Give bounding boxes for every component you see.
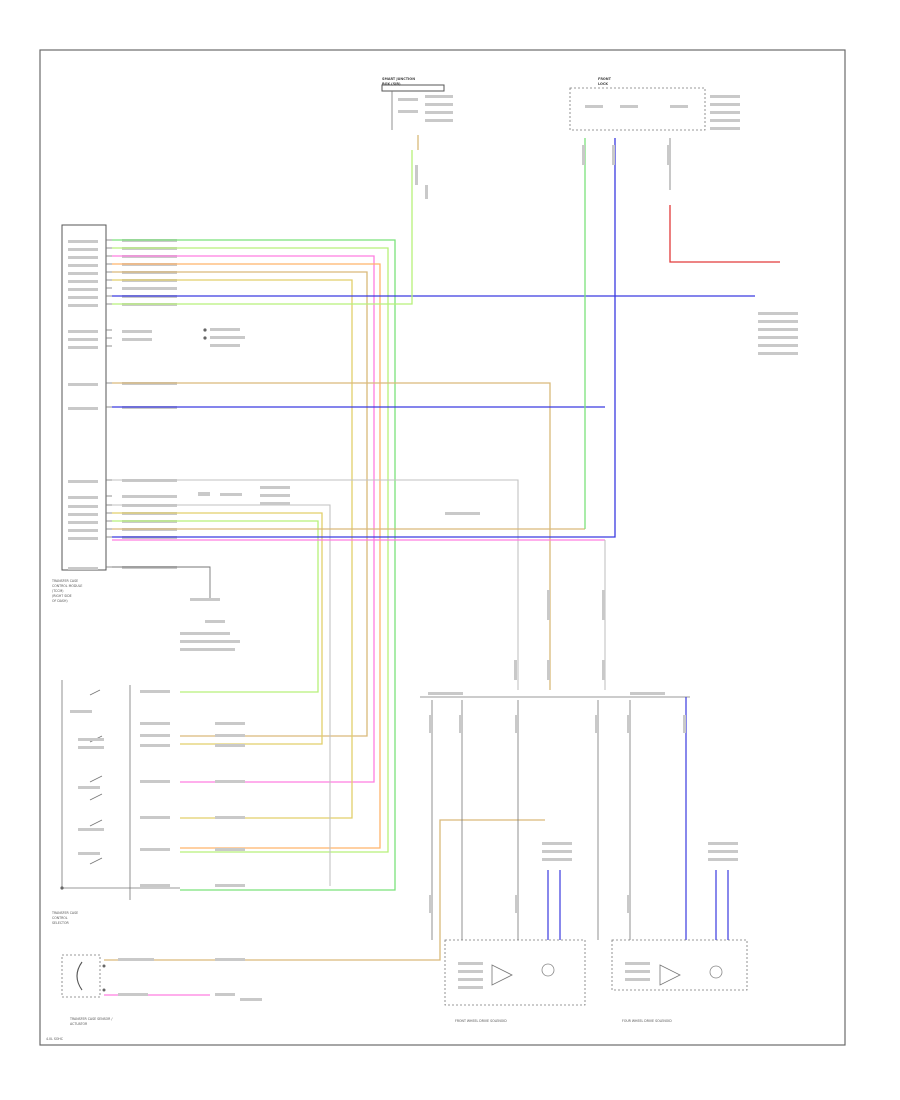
front-solenoid-blue xyxy=(547,870,561,940)
rear-solenoid-box xyxy=(611,939,748,991)
wire-pink-1 xyxy=(112,255,375,783)
wire-gray xyxy=(112,479,519,690)
tccm-pin-ticks xyxy=(106,239,112,568)
wire-sensor-tan xyxy=(104,819,545,961)
switch-contacts xyxy=(89,689,103,865)
wire-blue-3 xyxy=(112,138,616,538)
engine-tag: 4.0L SOHC xyxy=(46,1037,64,1041)
wire-gnd xyxy=(112,566,211,600)
wire-light-green xyxy=(112,247,389,853)
wire-light-green-2 xyxy=(112,520,319,693)
top-center-label: SMART JUNCTION BOX (SJB) xyxy=(382,77,416,86)
switch-pin-blobs xyxy=(70,690,245,887)
wire-gray-2 xyxy=(112,504,331,886)
front-solenoid-pins xyxy=(458,962,483,989)
wire-tan-2 xyxy=(112,382,551,690)
tccm-label: TRANSFER CASE CONTROL MODULE (TCCM) (RIG… xyxy=(51,579,83,603)
tccm-module-box xyxy=(61,224,107,571)
switch-label: TRANSFER CASE CONTROL SELECTOR xyxy=(51,911,79,925)
top-right-connector-box xyxy=(569,87,706,131)
front-solenoid-box xyxy=(444,939,586,1006)
front-solenoid-label: FRONT WHEEL DRIVE SOLENOID xyxy=(455,1019,507,1023)
wire-red xyxy=(669,205,780,263)
drop-label-blobs xyxy=(415,145,686,913)
sensor-label: TRANSFER CASE SENSOR / ACTUATOR xyxy=(69,1017,113,1026)
diagram-frame xyxy=(39,49,846,1046)
rear-solenoid-label: FOUR WHEEL DRIVE SOLENOID xyxy=(622,1019,672,1023)
tccm-pin-blobs xyxy=(68,240,98,570)
wire-tan-1 xyxy=(112,271,368,737)
wire-yellow xyxy=(112,279,353,819)
sensor-box xyxy=(61,954,101,998)
rear-solenoid-pins xyxy=(625,962,650,981)
rear-solenoid-blue xyxy=(715,870,729,940)
wire-green-1 xyxy=(112,239,396,891)
top-center-connector-box xyxy=(381,84,445,92)
wire-orange xyxy=(112,263,381,849)
wire-yellow-2 xyxy=(112,512,323,745)
wire-green-up xyxy=(112,150,413,305)
top-right-label: FRONT LOCK xyxy=(598,77,612,86)
sensor-symbol xyxy=(76,961,83,991)
tccm-wire-label-blobs xyxy=(122,239,177,569)
